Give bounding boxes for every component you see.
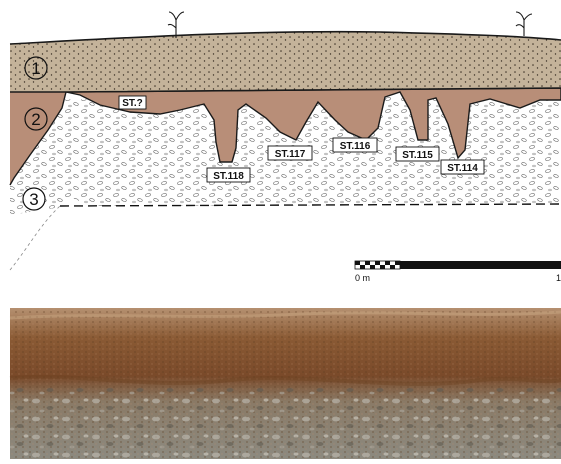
- feature-label-st-114: ST.114: [441, 160, 484, 174]
- layer-3-marker: 3: [23, 188, 45, 210]
- layer-3-number: 3: [29, 190, 38, 209]
- scale-end-label: 1: [556, 273, 561, 283]
- feature-label-st-117: ST.117: [268, 146, 312, 160]
- svg-text:ST.115: ST.115: [402, 150, 433, 161]
- feature-label-st-115: ST.115: [396, 147, 439, 161]
- scale-bar: 0 m 1: [355, 261, 561, 283]
- plant-sprout-icon: [168, 12, 184, 38]
- feature-label-st-unknown: ST.?: [119, 96, 146, 109]
- feature-label-st-116: ST.116: [333, 138, 377, 152]
- layer-1-dots: [10, 32, 561, 92]
- svg-text:ST.?: ST.?: [122, 98, 143, 109]
- layer-3-lower-edge: [10, 206, 60, 270]
- svg-text:ST.114: ST.114: [447, 163, 478, 174]
- svg-text:ST.117: ST.117: [275, 149, 306, 160]
- scale-start-label: 0 m: [355, 273, 370, 283]
- svg-text:ST.118: ST.118: [213, 171, 244, 182]
- feature-label-st-118: ST.118: [207, 168, 250, 182]
- layer-2-number: 2: [31, 110, 40, 129]
- layer-1-number: 1: [31, 59, 40, 78]
- plant-sprout-icon: [516, 12, 532, 36]
- svg-text:ST.116: ST.116: [340, 141, 371, 152]
- section-photograph: [10, 308, 561, 459]
